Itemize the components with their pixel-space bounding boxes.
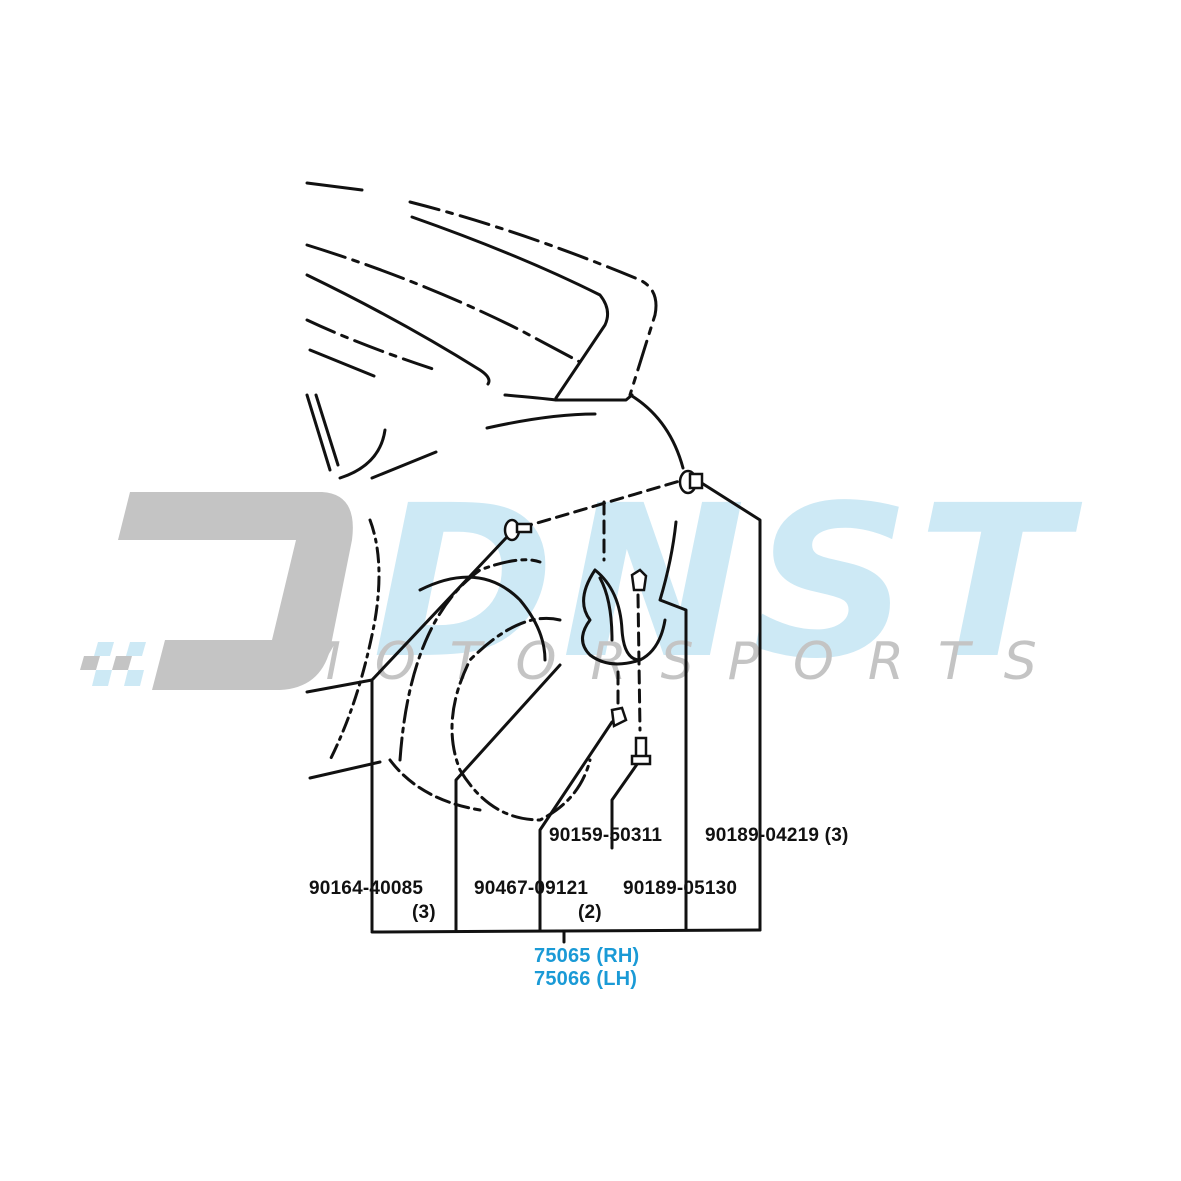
body-line-6 [485, 412, 597, 430]
callout-90467-qty: (2) [578, 902, 602, 923]
body-line-top [305, 181, 364, 192]
wheel-oval [450, 616, 592, 822]
checkered-flag-icon [80, 642, 146, 686]
callout-90189-05130: 90189-05130 [623, 878, 738, 899]
leader-clip [538, 720, 614, 932]
callout-bracket [370, 928, 762, 934]
mudflap-inner [598, 576, 614, 642]
leader-grommet [698, 480, 762, 932]
body-line-1 [305, 243, 582, 364]
watermark-dnst: DNST [372, 460, 1074, 705]
spoiler-base [554, 393, 634, 402]
callout-90467-09121: 90467-09121 [474, 878, 589, 899]
screw-icon [503, 518, 533, 542]
taillight-curve [338, 428, 387, 480]
taillight-slash-2 [314, 393, 340, 467]
leader-fender [454, 663, 562, 932]
grommet-icon [678, 469, 704, 495]
body-line-2 [305, 273, 491, 386]
quarter-curve [630, 394, 685, 470]
clip-lower-icon [610, 706, 628, 728]
callout-90164-40085: 90164-40085 [309, 878, 424, 899]
body-line-5 [503, 393, 558, 402]
spoiler-inner-edge [410, 215, 610, 400]
spoiler-upper-edge [408, 200, 658, 397]
fender-arc-outer [328, 518, 381, 762]
leader-screw-left [370, 536, 508, 932]
arch-bottom [388, 758, 482, 812]
wheel-arch-inner [418, 575, 547, 662]
mudflap-bracket [581, 568, 667, 666]
fender-lower [305, 678, 374, 694]
taillight-slash [305, 393, 332, 472]
clip-icon [630, 568, 648, 592]
body-line-3 [305, 318, 438, 372]
body-line-4 [308, 348, 376, 378]
body-line-7 [370, 450, 438, 480]
assembly-75066-lh: 75066 (LH) [534, 968, 638, 990]
callout-90164-qty: (3) [412, 902, 436, 923]
bolt-icon [630, 736, 652, 766]
assembly-75065-rh: 75065 (RH) [534, 945, 640, 967]
leader-panel [658, 520, 688, 932]
callout-90159-50311: 90159-50311 [549, 825, 663, 846]
watermark-motorsports: MOTORSPORTS [296, 632, 1071, 692]
dashed-vertical-2 [636, 593, 642, 732]
fender-lower-2 [308, 760, 382, 780]
logo-d-mark [118, 492, 353, 690]
callout-90189-04219: 90189-04219 (3) [705, 825, 849, 846]
